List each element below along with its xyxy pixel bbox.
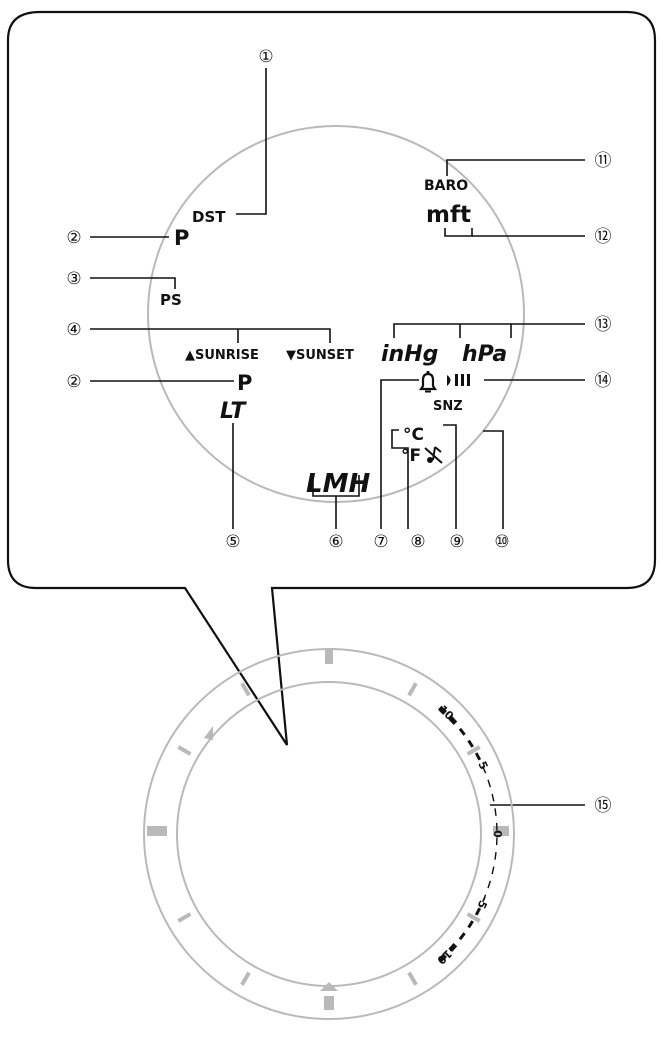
callout-2b: ② <box>66 372 81 392</box>
callout-13: ⑬ <box>595 315 612 335</box>
scale-segment <box>467 920 474 929</box>
callout-14: ⑭ <box>595 371 612 391</box>
p-label-top: P <box>174 226 189 250</box>
ps-label: PS <box>160 291 182 309</box>
scale-segment <box>448 942 458 952</box>
callout-3: ③ <box>66 269 81 289</box>
celsius-label: °C <box>403 425 424 445</box>
dst-label: DST <box>192 208 226 226</box>
sunset-label: ▼SUNSET <box>286 348 354 363</box>
bezel-mark-right <box>493 826 509 836</box>
callout-6: ⑥ <box>328 532 343 552</box>
callout-9: ⑨ <box>449 532 464 552</box>
callout-11: ⑪ <box>595 151 612 171</box>
scale-segment <box>487 779 491 788</box>
scale-segment <box>437 705 447 715</box>
bezel-triangle-bottom <box>320 982 338 991</box>
bezel-minor-mark <box>240 682 251 697</box>
mute-note-icon <box>424 446 443 464</box>
bezel-hour-marks <box>177 682 481 986</box>
bezel-minor-mark <box>466 912 481 923</box>
bezel-minor-mark <box>407 682 418 697</box>
scale-segment <box>474 907 482 916</box>
lt-label: LT <box>220 399 247 424</box>
scale-segment <box>448 716 458 726</box>
scale-segment <box>482 765 487 774</box>
p-label-lower: P <box>237 371 252 395</box>
inhg-label: inHg <box>381 342 438 367</box>
bezel-mark-top <box>325 650 333 664</box>
scale-segment <box>437 953 447 963</box>
scale-segment <box>491 793 495 802</box>
bezel-triangle-top-left <box>204 726 213 740</box>
scale-segment <box>458 932 466 941</box>
scale-segment <box>482 894 487 903</box>
fahrenheit-label: °F <box>401 446 421 466</box>
bezel-minor-mark <box>177 912 192 923</box>
bell-icon <box>418 370 438 393</box>
baro-label: BARO <box>424 178 468 194</box>
snz-label: SNZ <box>433 399 463 414</box>
scale-segment <box>487 880 491 889</box>
scale-segment <box>491 866 495 875</box>
callout-bubble <box>6 10 657 746</box>
signal-strength-icon <box>447 374 470 386</box>
sunrise-label: ▲SUNRISE <box>185 348 259 363</box>
callout-15: ⑮ <box>595 796 612 816</box>
callout-12: ⑫ <box>595 227 612 247</box>
scale-segment <box>474 752 482 761</box>
leader-lines <box>90 68 585 806</box>
callout-2a: ② <box>66 228 81 248</box>
callout-1: ① <box>258 47 273 67</box>
bezel-minor-mark <box>177 745 192 756</box>
callout-10: ⑩ <box>494 532 509 552</box>
bezel-minor-mark <box>466 745 481 756</box>
bezel-mark-left <box>147 826 167 836</box>
callout-7: ⑦ <box>373 532 388 552</box>
scale-tick-label: -5 <box>475 894 492 910</box>
bezel-minor-mark <box>240 971 251 986</box>
scale-segment <box>458 727 466 736</box>
bezel-mark-bottom <box>324 996 334 1010</box>
scale-arc <box>437 705 498 963</box>
scale-tick-label: 0 <box>491 830 504 838</box>
scale-segment <box>494 808 497 816</box>
hpa-label: hPa <box>462 342 507 367</box>
bezel-minor-mark <box>407 971 418 986</box>
scale-segment <box>467 739 474 748</box>
callout-5: ⑤ <box>225 532 240 552</box>
callout-8: ⑧ <box>410 532 425 552</box>
callout-4: ④ <box>66 320 81 340</box>
lmh-label: LMH <box>306 469 370 499</box>
scale-tick-label: 5 <box>475 759 490 771</box>
mft-label: mft <box>426 202 471 228</box>
scale-segment <box>494 852 497 860</box>
watch-bezel <box>143 648 515 1020</box>
